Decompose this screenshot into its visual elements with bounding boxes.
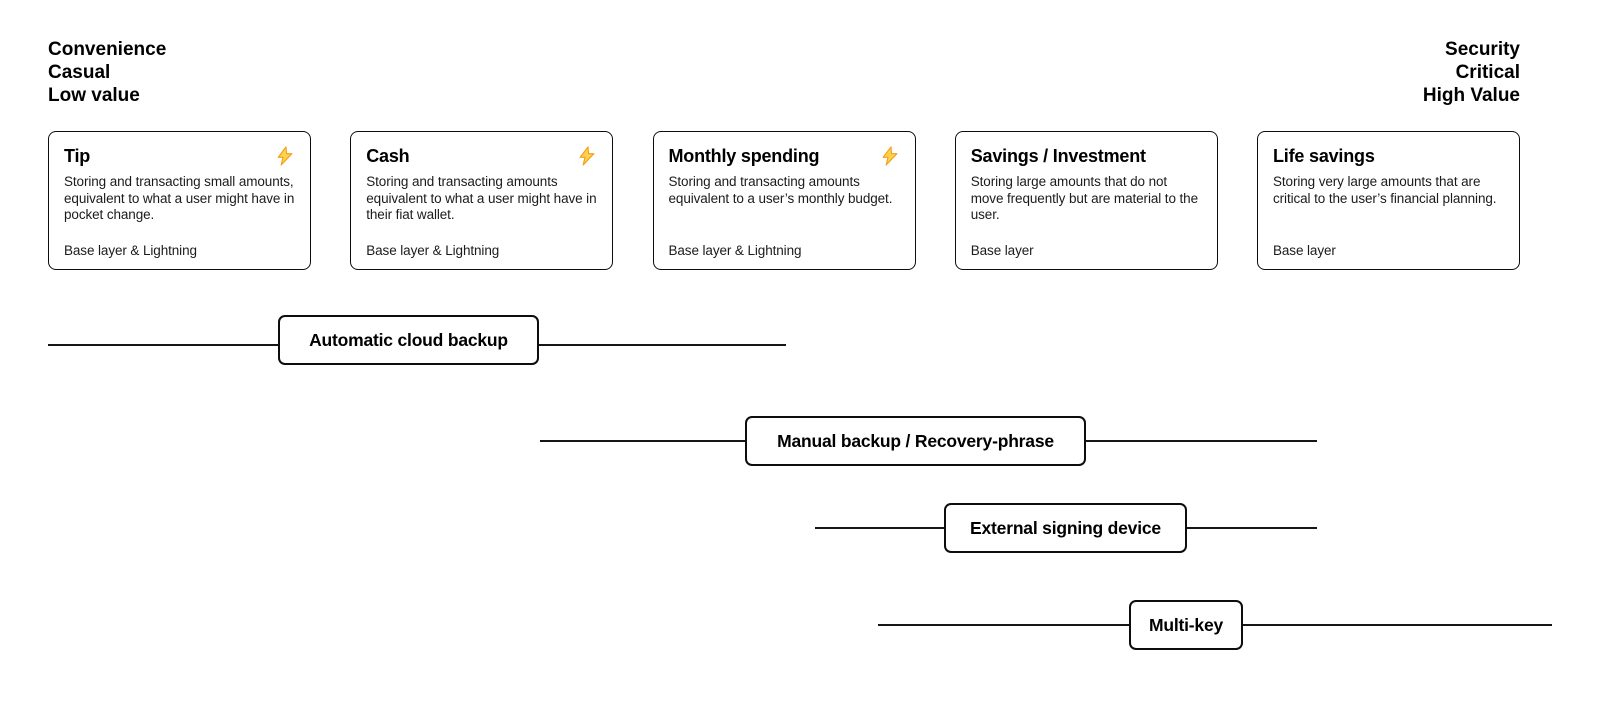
card-description: Storing large amounts that do not move f… — [970, 174, 1198, 222]
card-layers: Base layer — [1273, 243, 1336, 258]
card-title: Savings / Investment — [970, 146, 1146, 166]
lightning-icon — [880, 146, 900, 166]
method-label-external-signing-device: External signing device — [944, 503, 1187, 553]
card-title: Tip — [64, 146, 91, 166]
lightning-icon — [577, 146, 597, 166]
card-title: Life savings — [1273, 146, 1375, 166]
axis-left-line-1: Convenience — [48, 39, 167, 60]
card-title: Monthly spending — [668, 146, 820, 166]
method-label-multi-key: Multi-key — [1129, 600, 1243, 650]
axis-right-line-1: Security — [1445, 39, 1520, 60]
axis-left-line-3: Low value — [48, 85, 140, 106]
card-layers: Base layer & Lightning — [668, 243, 802, 258]
axis-right-line-3: High Value — [1422, 85, 1520, 106]
card-monthly-spending: Monthly spending Storing and transacting… — [652, 131, 916, 270]
use-case-cards: Tip Storing and transacting small amount… — [48, 131, 1520, 270]
card-life-savings: Life savings Storing very large amounts … — [1257, 131, 1520, 270]
card-layers: Base layer — [970, 243, 1034, 258]
card-tip: Tip Storing and transacting small amount… — [48, 131, 311, 270]
lightning-icon — [275, 146, 295, 166]
card-description: Storing and transacting amounts equivale… — [366, 174, 597, 222]
card-title: Cash — [366, 146, 410, 166]
method-label-manual-backup: Manual backup / Recovery-phrase — [745, 416, 1086, 466]
card-description: Storing very large amounts that are crit… — [1273, 174, 1497, 206]
card-description: Storing and transacting small amounts, e… — [64, 174, 295, 222]
card-cash: Cash Storing and transacting amounts equ… — [350, 131, 614, 270]
axis-left-line-2: Casual — [48, 62, 111, 83]
axis-label-right: Security Critical High Value — [1423, 38, 1520, 107]
method-label-automatic-cloud-backup: Automatic cloud backup — [278, 315, 539, 365]
card-layers: Base layer & Lightning — [64, 243, 197, 258]
card-layers: Base layer & Lightning — [366, 243, 500, 258]
axis-label-left: Convenience Casual Low value — [48, 38, 166, 107]
card-savings-investment: Savings / Investment Storing large amoun… — [954, 131, 1218, 270]
card-description: Storing and transacting amounts equivale… — [668, 174, 893, 206]
axis-right-line-2: Critical — [1455, 62, 1520, 83]
